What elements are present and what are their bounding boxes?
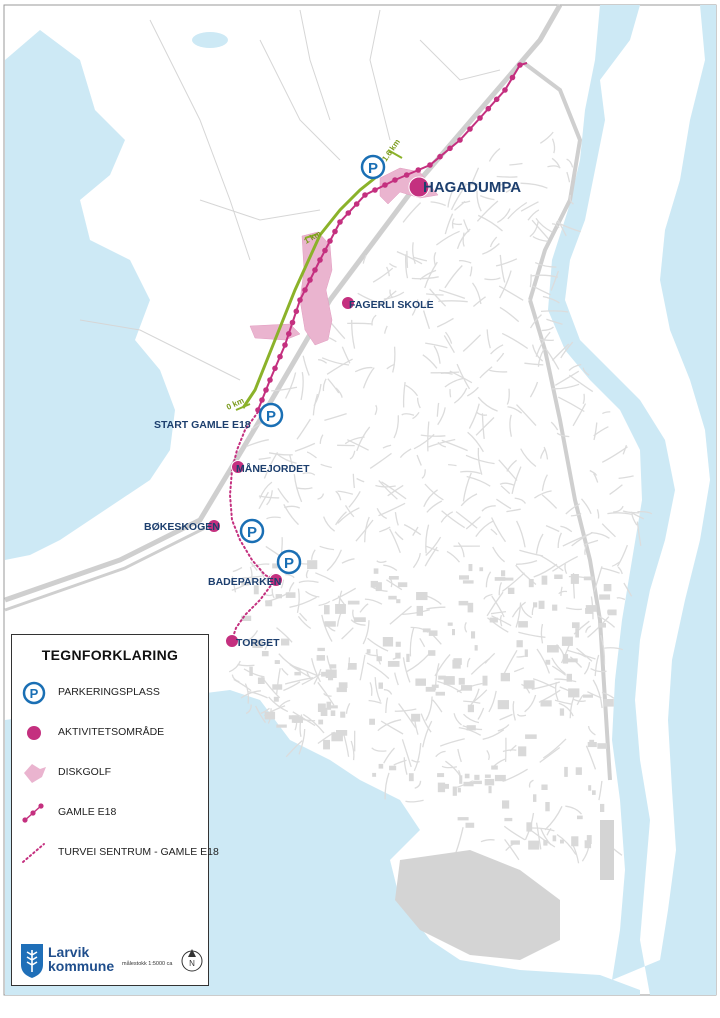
activity-areas — [207, 176, 430, 648]
legend-item-gamle-e18: GAMLE E18 — [20, 801, 206, 825]
label-badeparken: BADEPARKEN — [208, 576, 281, 588]
activity-dot-fagerli[interactable] — [341, 296, 355, 310]
label-start-gamle-e18: START GAMLE E18 — [154, 419, 251, 431]
urban-street-grid — [228, 131, 653, 864]
svg-text:N: N — [189, 959, 195, 968]
legend-item-discgolf: DISKGOLF — [20, 761, 206, 785]
parking-icon: P — [22, 681, 46, 705]
label-fagerli-skole: FAGERLI SKOLE — [349, 299, 434, 311]
activity-dot-manejordet[interactable] — [231, 460, 245, 474]
legend-item-turvei: TURVEI SENTRUM - GAMLE E18 — [20, 841, 219, 865]
activity-dot-torget[interactable] — [225, 634, 239, 648]
label-torget: TORGET — [236, 637, 280, 649]
svg-text:P: P — [247, 524, 257, 541]
place-labels: HAGADUMPA FAGERLI SKOLE START GAMLE E18 … — [144, 179, 521, 649]
dotted-bold-line-icon — [22, 803, 44, 823]
svg-text:P: P — [284, 555, 294, 572]
harbour — [395, 820, 614, 960]
turvei-route — [228, 411, 277, 641]
label-bokeskogen: BØKESKOGEN — [144, 521, 220, 533]
parking-icon[interactable]: P — [276, 549, 302, 575]
larvik-logo: Larvik kommune — [20, 943, 130, 981]
north-arrow-icon: N — [181, 949, 203, 972]
activity-dot-badeparken[interactable] — [269, 573, 283, 587]
legend-panel: TEGNFORKLARING P PARKERINGSPLASS AKTIVIT… — [11, 634, 219, 986]
svg-text:P: P — [30, 686, 39, 701]
discgolf-shape-icon — [24, 764, 46, 783]
legend-item-parking: P PARKERINGSPLASS — [20, 681, 206, 705]
activity-dot-hagadumpa[interactable] — [408, 176, 430, 198]
gamle-e18-route — [255, 62, 528, 413]
parking-icon[interactable]: P — [239, 518, 265, 544]
activity-dot-bokeskogen[interactable] — [207, 519, 221, 533]
larvik-crest-icon — [21, 944, 43, 978]
label-hagadumpa: HAGADUMPA — [423, 179, 521, 196]
svg-text:P: P — [368, 160, 378, 177]
legend-title: TEGNFORKLARING — [41, 647, 179, 663]
green-path — [241, 176, 376, 409]
parking-icon[interactable]: P — [360, 154, 386, 180]
buildings — [241, 560, 617, 850]
parking-icon[interactable]: P — [258, 402, 284, 428]
parking-markers: P P P P — [239, 154, 386, 575]
logo-text: Larvik kommune — [48, 944, 115, 974]
dotted-thin-line-icon — [22, 843, 45, 863]
activity-dot-icon — [27, 726, 41, 740]
scale-note: målestokk 1:5000 ca — [122, 961, 173, 967]
svg-text:P: P — [266, 408, 276, 425]
label-manejordet: MÅNEJORDET — [236, 462, 310, 475]
legend-item-activity: AKTIVITETSOMRÅDE — [20, 721, 206, 745]
